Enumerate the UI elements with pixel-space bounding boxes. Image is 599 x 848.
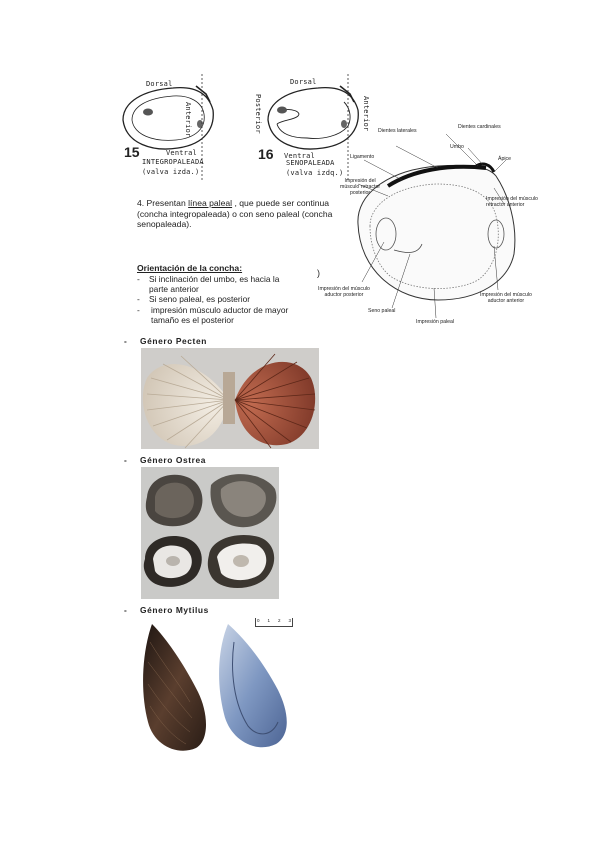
senopaleada-shell-diagram — [267, 74, 359, 180]
label-impresion-paleal: Impresión paleal — [416, 319, 455, 325]
fig15-dorsal-label: Dorsal — [146, 80, 173, 88]
bivalve-anatomy-figure: Dientes laterales Dientes cardinales Umb… — [318, 104, 543, 332]
label-apice: Ápice — [498, 156, 511, 162]
fig16-number: 16 — [258, 146, 274, 162]
mytilus-shells-image — [143, 624, 287, 751]
label-aductor-posterior: Impresión del músculo aductor posterior — [318, 286, 370, 298]
fig15-anterior-label: Anterior — [184, 102, 192, 138]
stray-parenthesis: ) — [317, 268, 320, 278]
integropaleada-shell-diagram — [122, 74, 214, 180]
paragraph-part2: , que puede ser continua (concha integro… — [137, 198, 333, 229]
orientation-heading: Orientación de la concha: — [137, 263, 243, 273]
fig16-posterior-label: Posterior — [254, 94, 262, 134]
genus-heading-pecten: - Género Pecten — [124, 336, 207, 346]
orientation-section: Orientación de la concha: - Si inclinaci… — [137, 263, 317, 325]
orientation-item: - impresión músculo aductor de mayor tam… — [137, 304, 289, 325]
ostrea-photo — [141, 467, 279, 599]
label-dientes-laterales: Dientes laterales — [378, 128, 417, 134]
ostrea-shells-image — [141, 467, 279, 599]
figure-16-senopaleada: Dorsal Posterior Anterior Ventral 16 SEN… — [252, 72, 370, 182]
figure-15-integropaleada: Dorsal Ventral Anterior 15 INTEGROPALEAD… — [118, 72, 218, 182]
label-dientes-cardinales: Dientes cardinales — [458, 124, 501, 130]
pecten-photo — [141, 348, 319, 449]
label-retractor-posterior: Impresión del músculo retractor posterio… — [340, 178, 381, 196]
label-aductor-anterior: Impresión del músculo aductor anterior — [480, 292, 532, 304]
paragraph-part1: 4. Presentan — [137, 198, 189, 208]
pecten-shells-image — [141, 348, 319, 449]
paleal-line-paragraph: 4. Presentan línea paleal , que puede se… — [137, 198, 349, 230]
fig16-caption-1: SENOPALEADA — [286, 159, 335, 167]
orientation-item: - Si seno paleal, es posterior — [137, 294, 251, 305]
bivalve-valve-drawing — [357, 133, 516, 319]
fig15-number: 15 — [124, 144, 140, 160]
mytilus-photo — [138, 622, 298, 756]
fig16-dorsal-label: Dorsal — [290, 78, 317, 86]
label-retractor-anterior: Impresión del músculo retractor anterior — [486, 196, 538, 208]
fig16-ventral-label: Ventral — [284, 152, 315, 160]
paragraph-underlined-term: línea paleal — [188, 198, 233, 208]
label-ligamento: Ligamento — [350, 154, 375, 160]
fig15-caption-1: INTEGROPALEADA — [142, 158, 204, 166]
fig15-caption-2: (valva izda.) — [142, 168, 200, 176]
fig15-ventral-label: Ventral — [166, 149, 197, 157]
genus-heading-ostrea: - Género Ostrea — [124, 455, 206, 465]
fig16-caption-2: (valva izdq.) — [286, 169, 344, 177]
mytilus-scale-bar: 0 1 2 3 — [255, 618, 293, 627]
genus-heading-mytilus: - Género Mytilus — [124, 605, 209, 615]
label-umbo: Umbo — [450, 144, 464, 150]
orientation-item: - Si inclinación del umbo, es hacia la p… — [137, 274, 280, 295]
label-seno-paleal: Seno paleal — [368, 308, 396, 314]
